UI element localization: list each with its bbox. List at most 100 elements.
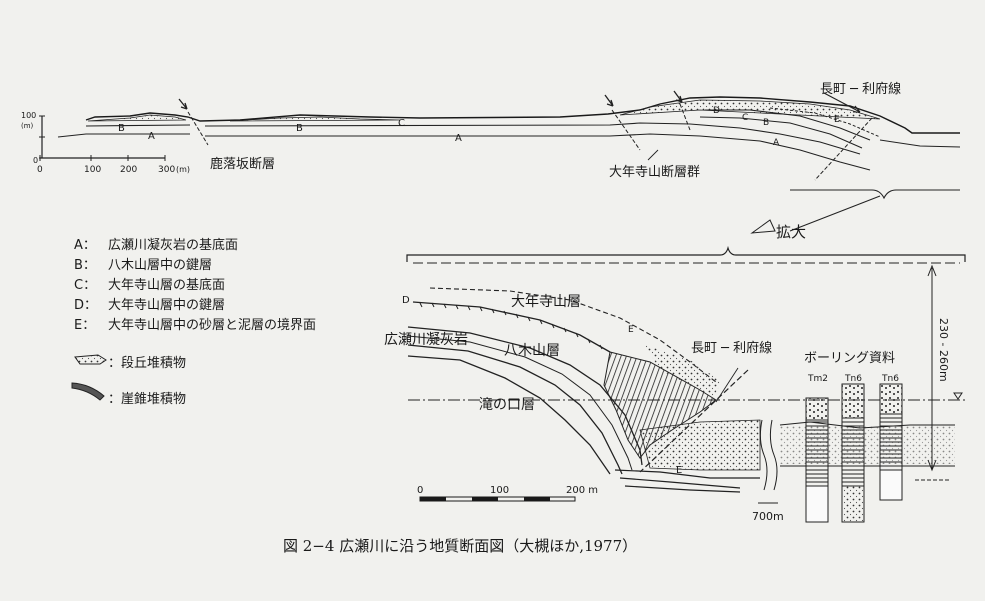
legend-item-b: B： 八木山層中の鍵層	[74, 254, 212, 273]
arrow-icon-1	[178, 98, 188, 110]
legend-item-c: C： 大年寺山層の基底面	[74, 274, 225, 293]
layer-e-line	[769, 107, 881, 138]
axis-top-label: 100	[21, 111, 36, 120]
nagamachi-line-label-top: 長町 ─ 利府線	[820, 81, 901, 97]
label-a-left: A	[148, 131, 155, 142]
boring-title: ボーリング資料	[804, 351, 895, 366]
legend-text: 大年寺山層の基底面	[108, 278, 226, 293]
label-d-right: D	[713, 106, 720, 116]
ground-surface-line	[85, 96, 960, 134]
legend-key: C：	[74, 278, 97, 293]
label-e-bottom: E	[676, 465, 682, 476]
sand-deposit-near-fault	[645, 345, 722, 398]
boring-id-2: Tn6	[844, 374, 862, 384]
height-range-label: 230 - 260m	[937, 318, 950, 382]
label-a-right: A	[773, 138, 780, 148]
legend-symbol-terrace: ：段丘堆積物	[108, 352, 186, 371]
terrace-deposit-top	[87, 99, 881, 122]
layer-d-teeth	[419, 302, 603, 350]
water-level-marker	[953, 392, 963, 400]
detail-scale-bar: 0 100 200 m	[417, 485, 598, 502]
label-b-mid: B	[296, 123, 303, 134]
legend-symbol-talus: ：崖錐堆積物	[108, 388, 186, 407]
label-c-mid: C	[398, 118, 405, 129]
legend-item-e: E： 大年寺山層中の砂層と泥層の境界面	[74, 314, 316, 333]
detail-scale-tick-200: 200 m	[566, 485, 598, 496]
legend-symbol-text: ：段丘堆積物	[108, 356, 187, 371]
enlarge-brace	[790, 189, 960, 200]
figure-caption: 図 2−4 広瀬川に沿う地質断面図（大槻ほか,1977）	[283, 537, 638, 555]
terrace-deposit-symbol	[74, 354, 107, 365]
nagamachi-fault-line	[639, 369, 749, 473]
layer-hirose-label: 広瀬川凝灰岩	[384, 332, 468, 348]
talus-deposit-symbol	[71, 382, 105, 401]
right-lower-line	[879, 139, 961, 148]
label-b-right: B	[763, 118, 769, 128]
top-section: 100 (m) 0 0 100 200 300 (m)	[21, 81, 961, 241]
vertical-axis: 100 (m) 0	[21, 111, 45, 165]
scale-tick-100: 100	[84, 165, 101, 175]
boring-id-3: Tn6	[881, 374, 899, 384]
legend-key: A：	[74, 238, 96, 253]
gap-break-2	[769, 419, 778, 491]
enlarge-arrow	[789, 195, 881, 232]
fault-kanoko	[187, 111, 209, 146]
boring-column-tn6-a	[841, 383, 865, 523]
legend-text: 八木山層中の鍵層	[108, 258, 213, 273]
tuff-band-low	[407, 344, 623, 475]
layer-yagiyama-label: 八木山層	[504, 343, 560, 359]
fault-onenji-1	[611, 109, 641, 151]
axis-zero-label: 0	[33, 156, 38, 165]
detail-scale-tick-0: 0	[417, 485, 423, 496]
legend-item-a: A： 広瀬川凝灰岩の基底面	[74, 234, 238, 253]
legend-key: E：	[74, 318, 96, 333]
label-d: D	[402, 295, 410, 306]
label-e-top: E	[628, 325, 634, 335]
detail-scale-tick-100: 100	[490, 485, 509, 496]
arrow-icon-4	[823, 92, 861, 113]
detail-brace	[406, 245, 966, 262]
scale-unit: (m)	[176, 165, 190, 174]
legend-text: 大年寺山層中の砂層と泥層の境界面	[108, 318, 317, 333]
takinokuchi-line	[407, 355, 611, 475]
legend-key: D：	[74, 298, 98, 313]
legend-item-d: D： 大年寺山層中の鍵層	[74, 294, 225, 313]
scale-tick-300: 300	[158, 165, 175, 175]
basin-sand-deposit	[639, 419, 761, 471]
tuff-band-mid	[407, 335, 633, 471]
label-a-mid: A	[455, 133, 462, 144]
gap-break-1	[759, 419, 768, 491]
scale-tick-0: 0	[37, 165, 43, 175]
layer-takinokuchi-label: 滝の口層	[479, 397, 535, 413]
boring-column-tn6-b	[879, 383, 903, 501]
legend-text: 広瀬川凝灰岩の基底面	[108, 238, 239, 253]
fault-nagamachi	[814, 117, 873, 181]
label-b-left: B	[118, 123, 125, 134]
label-e-right: E	[834, 115, 840, 125]
detail-section: 700m ボーリング資料 Tm2 Tn6 Tn6 230 - 260m D E	[384, 245, 968, 523]
legend-key: B：	[74, 258, 96, 273]
boring-id-1: Tm2	[807, 374, 828, 384]
legend-symbol-text: ：崖錐堆積物	[108, 392, 187, 407]
fault-onenji-2	[679, 103, 691, 131]
scale-tick-200: 200	[120, 165, 137, 175]
layer-d-line	[705, 109, 871, 141]
boring-column-tm2	[805, 397, 829, 523]
enlarge-label: 拡大	[776, 223, 806, 241]
layer-onenji-label: 大年寺山層	[511, 294, 581, 310]
nagamachi-line-label-detail: 長町 ─ 利府線	[691, 340, 772, 356]
enlarge-arrow-head	[750, 219, 776, 234]
layer-c-line	[699, 116, 863, 149]
arrow-icon-2	[604, 94, 614, 107]
gap-distance-label: 700m	[752, 510, 784, 523]
fault-onenji-label: 大年寺山断層群	[609, 165, 700, 180]
label-c-right: C	[742, 113, 748, 123]
basin-floor-lines	[614, 469, 760, 493]
layer-b-line	[85, 122, 861, 155]
legend-text: 大年寺山層中の鍵層	[108, 298, 226, 313]
top-scale-bar: 0 100 200 300 (m)	[37, 155, 190, 175]
axis-unit-label: (m)	[21, 122, 34, 130]
fault-kanoko-label: 鹿落坂断層	[210, 156, 275, 172]
